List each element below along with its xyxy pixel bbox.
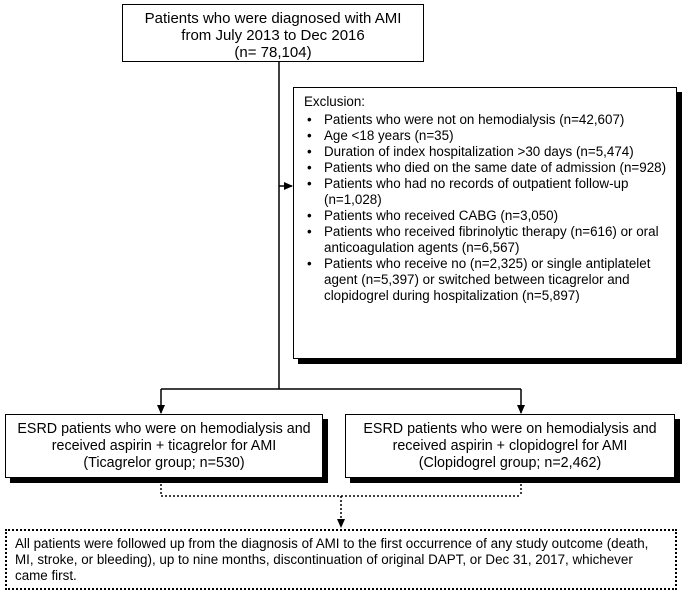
exclusion-list: Patients who were not on hemodialysis (n…: [304, 112, 670, 304]
exclusion-item: Duration of index hospitalization >30 da…: [304, 144, 670, 160]
clopidogrel-line-1: ESRD patients who were on hemodialysis a…: [363, 421, 657, 437]
followup-text: All patients were followed up from the d…: [15, 536, 649, 583]
exclusion-header: Exclusion:: [304, 94, 366, 109]
ticagrelor-count: (Ticagrelor group; n=530): [83, 455, 245, 471]
ticagrelor-line-2: received aspirin + ticagrelor for AMI: [51, 438, 277, 454]
exclusion-item: Patients who received CABG (n=3,050): [304, 208, 670, 224]
clopidogrel-line-2: received aspirin + clopidogrel for AMI: [392, 438, 628, 454]
exclusion-item: Patients who receive no (n=2,325) or sin…: [304, 256, 670, 304]
exclusion-box: Exclusion: Patients who were not on hemo…: [293, 87, 677, 359]
ticagrelor-line-1: ESRD patients who were on hemodialysis a…: [17, 421, 311, 437]
exclusion-item: Patients who had no records of outpatien…: [304, 176, 670, 208]
exclusion-item: Patients who were not on hemodialysis (n…: [304, 112, 670, 128]
exclusion-item: Age <18 years (n=35): [304, 128, 670, 144]
diagnosed-line-2: from July 2013 to Dec 2016: [181, 27, 365, 44]
diagnosed-count: (n= 78,104): [234, 44, 312, 61]
clopidogrel-count: (Clopidogrel group; n=2,462): [418, 455, 602, 471]
followup-box: All patients were followed up from the d…: [5, 529, 677, 590]
exclusion-item: Patients who received fibrinolytic thera…: [304, 224, 670, 256]
ticagrelor-group-box: ESRD patients who were on hemodialysis a…: [5, 414, 323, 478]
diagnosed-line-1: Patients who were diagnosed with AMI: [144, 10, 402, 27]
diagnosed-patients-box: Patients who were diagnosed with AMI fro…: [122, 4, 424, 62]
exclusion-item: Patients who died on the same date of ad…: [304, 160, 670, 176]
clopidogrel-group-box: ESRD patients who were on hemodialysis a…: [345, 414, 675, 478]
